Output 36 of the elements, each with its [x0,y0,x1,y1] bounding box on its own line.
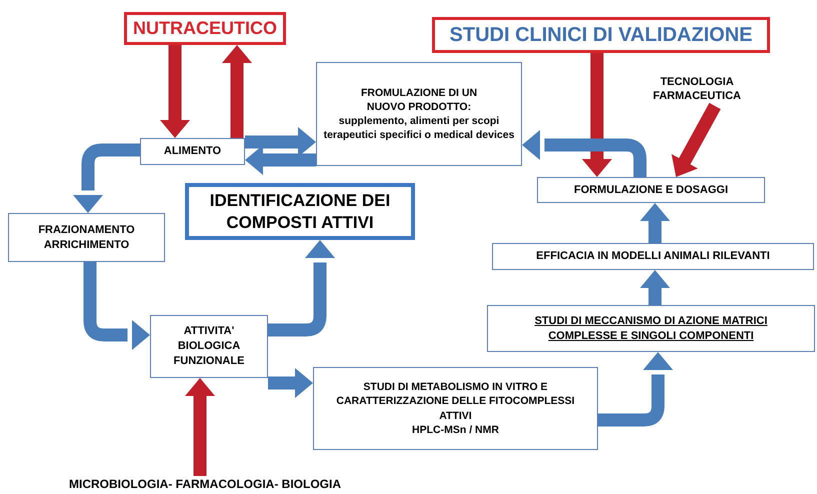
box-text: STUDI CLINICI DI VALIDAZIONE [450,22,752,48]
process-box [537,177,765,203]
block-arrow [84,262,150,350]
block-arrow [640,270,670,305]
box-text: supplemento, alimenti per scopi terapeutici specifici o medical devices [322,114,516,142]
block-arrow [522,130,646,177]
process-box [150,315,268,378]
box-text: STUDI DI MECCANISMO DI AZIONE MATRICI COMPLESSE E SINGOLI COMPONENTI [534,314,768,344]
process-box [432,17,770,53]
block-arrow [598,352,673,426]
box-text: FRAZIONAMENTO ARRICHIMENTO [37,222,136,252]
process-box [124,12,286,45]
box-text: FROMULAZIONE DI UN NUOVO PRODOTTO: [360,86,478,114]
box-text: FORMULAZIONE E DOSAGGI [574,182,728,198]
block-arrow [222,45,252,138]
box-text: IDENTIFICAZIONE DEI COMPOSTI ATTIVI [208,190,392,233]
box-text: ALIMENTO [164,144,222,159]
text-label: MICROBIOLOGIA- FARMACOLOGIA- BIOLOGIA [50,476,360,493]
process-box [316,62,522,166]
process-box [8,213,165,262]
process-box [140,138,245,165]
block-arrow [185,378,215,476]
box-text: HPLC-MSn / NMR [412,422,499,437]
process-box [313,367,598,450]
process-box [487,305,815,352]
block-arrow [160,45,190,138]
box-text: EFFICACIA IN MODELLI ANIMALI RILEVANTI [536,249,770,264]
block-arrow [268,368,313,398]
block-arrow [640,203,670,243]
box-text: NUTRACEUTICO [133,17,277,40]
process-box [492,243,814,270]
process-box [185,183,415,240]
text-label: TECNOLOGIA FARMACEUTICA [632,74,762,106]
box-text: STUDI DI METABOLISMO IN VITRO E CARATTERIZZAZIONE DELLE FITOCOMPLESSI ATTIVI [336,380,576,423]
box-text: ATTIVITA' BIOLOGICA FUNZIONALE [172,324,246,369]
block-arrow [582,53,612,177]
